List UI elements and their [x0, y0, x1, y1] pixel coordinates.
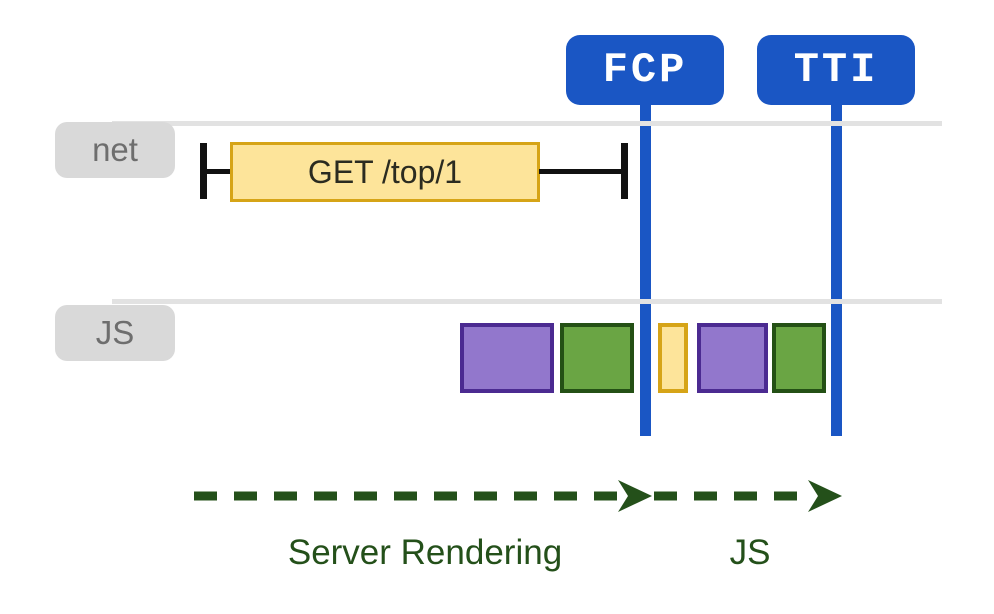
marker-line-tti — [831, 100, 842, 436]
track-baseline-net — [112, 121, 942, 126]
track-chip-js-label: JS — [95, 314, 135, 351]
request-start-connector — [204, 169, 234, 174]
phase-arrow-js — [654, 480, 842, 512]
marker-badge-fcp[interactable]: FCP — [566, 35, 724, 105]
marker-line-fcp — [640, 100, 651, 436]
network-request-bar[interactable]: GET /top/1 — [230, 142, 540, 202]
js-block-green-2[interactable] — [772, 323, 826, 393]
phase-label-js: JS — [729, 533, 771, 572]
track-baseline-js — [112, 299, 942, 304]
request-end-whisker — [621, 143, 628, 199]
js-block-green-1[interactable] — [560, 323, 634, 393]
js-block-yellow-1[interactable] — [658, 323, 688, 393]
request-end-connector — [539, 169, 626, 174]
track-chip-js: JS — [55, 305, 175, 361]
js-block-purple-1[interactable] — [460, 323, 554, 393]
request-start-whisker — [200, 143, 207, 199]
marker-badge-tti-label: TTI — [793, 46, 879, 94]
marker-badge-tti[interactable]: TTI — [757, 35, 915, 105]
track-chip-net: net — [55, 122, 175, 178]
phase-label-server-rendering: Server Rendering — [287, 533, 563, 572]
marker-badge-fcp-label: FCP — [602, 46, 688, 94]
phase-arrow-server-rendering — [194, 480, 652, 512]
network-request-label: GET /top/1 — [307, 153, 463, 190]
js-block-purple-2[interactable] — [697, 323, 768, 393]
track-chip-net-label: net — [92, 131, 138, 168]
